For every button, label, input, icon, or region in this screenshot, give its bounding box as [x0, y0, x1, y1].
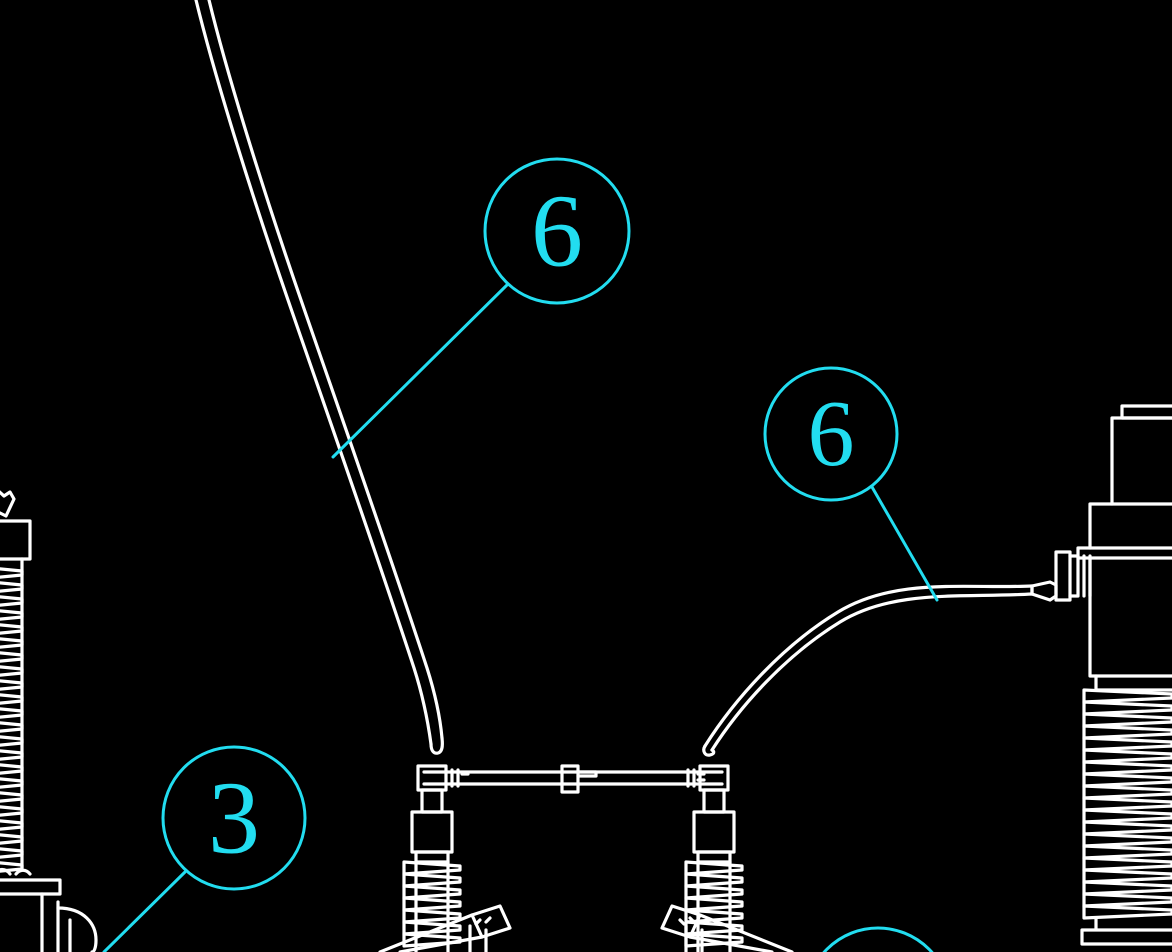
- left-insulator-stack: [0, 490, 98, 952]
- callout-balloon-partial-bottom[interactable]: [806, 926, 950, 952]
- callout-balloon-3-lower-left[interactable]: 3: [102, 745, 307, 952]
- callout-label: 6: [808, 382, 855, 486]
- callout-balloon-6-right[interactable]: 6: [763, 366, 939, 602]
- overhead-conductor-cable-left: [194, 0, 444, 755]
- center-twin-post-assembly: [378, 764, 794, 952]
- base-mounting-brackets: [378, 904, 794, 952]
- right-bushing-assembly: [1054, 404, 1172, 946]
- callout-circle[interactable]: [161, 745, 307, 891]
- callout-leader-line: [331, 282, 510, 459]
- callout-label: 6: [531, 174, 583, 289]
- center-post-left: [402, 764, 462, 952]
- callout-layer[interactable]: 6 6 3: [102, 157, 950, 952]
- callout-label: 3: [208, 761, 260, 876]
- callout-balloon-6-upper-left[interactable]: 6: [331, 157, 631, 459]
- callout-leader-line: [870, 485, 939, 602]
- center-tie-bar: [422, 764, 724, 794]
- callout-circle[interactable]: [483, 157, 631, 305]
- right-bushing-sheds: [1082, 674, 1172, 920]
- callout-leader-line: [102, 870, 187, 952]
- left-insulator-sheds: [0, 567, 24, 873]
- callout-circle[interactable]: [806, 926, 950, 952]
- callout-circle[interactable]: [763, 366, 899, 502]
